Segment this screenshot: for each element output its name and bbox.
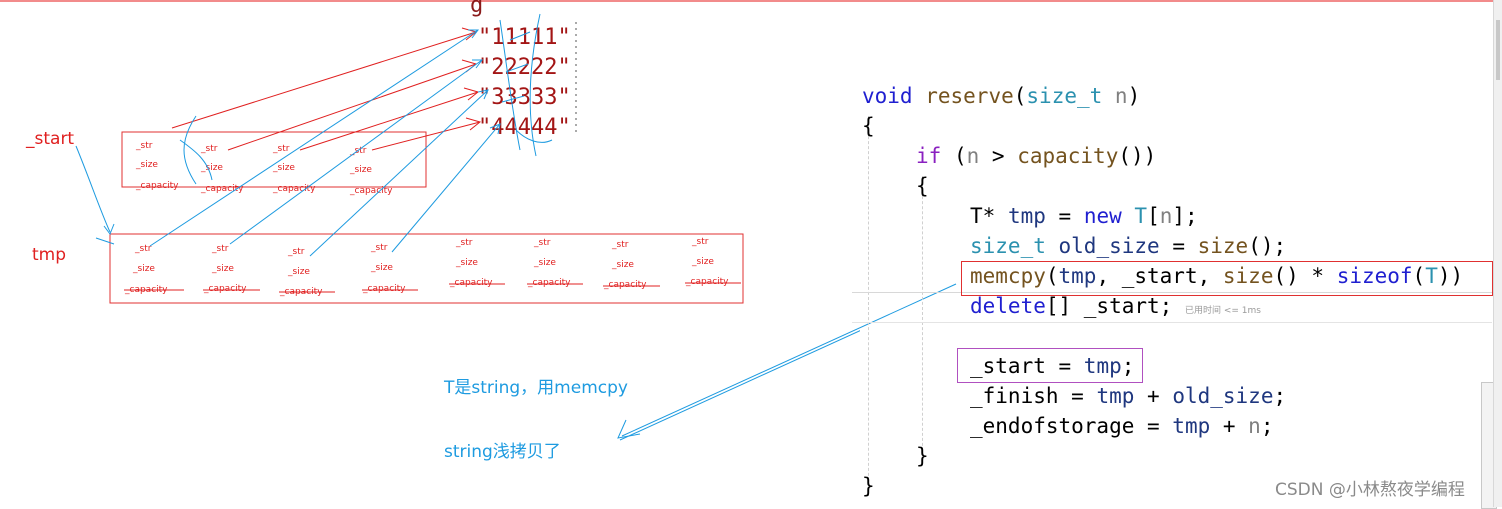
partial-string-fragment: g — [470, 0, 483, 18]
svg-text:_capacity: _capacity — [349, 186, 393, 196]
scrollbar-thumb[interactable] — [1496, 20, 1500, 80]
svg-text:_size: _size — [272, 163, 295, 173]
svg-text:_str: _str — [533, 238, 551, 248]
memcpy-highlight-box — [961, 261, 1493, 296]
svg-text:_str: _str — [691, 237, 709, 247]
note-line-2: string浅拷贝了 — [444, 442, 561, 462]
code-line-12: } — [916, 444, 929, 468]
explanation-arrow-overlay — [617, 283, 957, 439]
label-start: _start — [25, 129, 74, 149]
tmp-object-2: _str_size_capacity — [279, 247, 323, 297]
svg-text:_str: _str — [135, 141, 153, 151]
tmp-object-4: _str _size _capacity — [449, 238, 493, 288]
label-arrows — [75, 145, 115, 245]
svg-text:_str: _str — [134, 244, 152, 254]
string-literal-3: "33333" — [478, 85, 571, 110]
blue-scribble-marks — [499, 13, 553, 157]
watermark: CSDN @小林熬夜学编程 — [1275, 480, 1465, 500]
svg-text:_capacity: _capacity — [203, 284, 247, 294]
memory-diagram: g "11111" "22222" "33333" "44444" _start… — [25, 0, 860, 441]
start-array-box — [121, 131, 427, 188]
svg-text:_str: _str — [611, 240, 629, 250]
tmp-capacity-underlines — [124, 282, 741, 293]
tmp-object-3: _str _size _capacity — [362, 243, 406, 294]
svg-text:_str: _str — [200, 144, 218, 154]
svg-text:_capacity: _capacity — [362, 284, 406, 294]
svg-text:_size: _size — [287, 267, 310, 277]
label-tmp: tmp — [32, 245, 66, 265]
start-array-objects: _str _size _capacity _str _size _capacity _s… — [135, 141, 393, 196]
svg-text:_capacity: _capacity — [200, 184, 244, 194]
tmp-object-1: _str _size _capacity — [203, 244, 247, 294]
note-line-1: T是string，用memcpy — [444, 378, 628, 398]
svg-text:_str: _str — [272, 144, 290, 154]
tmp-object-0: _str_size_capacity — [124, 244, 168, 295]
string-literal-4: "44444" — [478, 115, 571, 140]
svg-text:_size: _size — [135, 160, 158, 170]
tmp-array-box — [109, 233, 744, 304]
current-line-bottom — [852, 322, 1492, 323]
code-line-2: { — [862, 114, 875, 138]
code-line-3: if (n > capacity()) — [916, 144, 1157, 168]
svg-text:_str: _str — [370, 243, 388, 253]
indent-guide-1 — [868, 116, 869, 496]
svg-text:_str: _str — [287, 247, 305, 257]
tmp-pointer-arrows — [149, 29, 501, 257]
code-line-4: { — [916, 174, 929, 198]
svg-text:_size: _size — [611, 260, 634, 270]
svg-text:_size: _size — [211, 264, 234, 274]
svg-text:_capacity: _capacity — [449, 278, 493, 288]
tmp-object-7: _str _size _capacity — [685, 237, 729, 287]
start-pointer-arrows — [171, 27, 482, 151]
svg-text:_capacity: _capacity — [685, 277, 729, 287]
code-line-5: T* tmp = new T[n]; — [970, 204, 1198, 228]
code-line-10: _finish = tmp + old_size; — [970, 384, 1287, 408]
start-object-0: _str _size _capacity — [135, 141, 179, 191]
svg-text:_str: _str — [211, 244, 229, 254]
svg-text:_size: _size — [533, 258, 556, 268]
start-object-3: _str_size_capacity — [349, 146, 393, 196]
elapsed-time-hint: 已用时间 <= 1ms — [1184, 306, 1261, 316]
string-literal-1: "11111" — [478, 25, 571, 50]
code-line-13: } — [862, 474, 875, 498]
svg-text:_size: _size — [691, 257, 714, 267]
start-object-2: _str _size _capacity — [272, 144, 316, 194]
tmp-object-5: _str _size _capacity — [527, 238, 571, 288]
svg-text:_str: _str — [455, 238, 473, 248]
svg-text:_size: _size — [349, 165, 372, 175]
string-literal-2: "22222" — [478, 55, 571, 80]
top-border-line — [0, 0, 1502, 2]
code-line-6: size_t old_size = size(); — [970, 234, 1287, 258]
svg-text:_size: _size — [200, 163, 223, 173]
code-line-9: _start = tmp; — [970, 354, 1135, 378]
svg-text:_size: _size — [132, 264, 155, 274]
start-object-1: _str _size _capacity — [200, 144, 244, 194]
vertical-scrollbar[interactable] — [1493, 0, 1502, 507]
explanation-arrow — [619, 330, 860, 441]
svg-text:_capacity: _capacity — [603, 280, 647, 290]
svg-text:_capacity: _capacity — [527, 278, 571, 288]
indent-guide-2 — [922, 176, 923, 456]
svg-text:_size: _size — [370, 263, 393, 273]
code-line-8: delete[] _start; 已用时间 <= 1ms — [970, 294, 1261, 318]
svg-text:_size: _size — [455, 258, 478, 268]
current-line-top — [852, 292, 1492, 293]
code-line-1: void reserve(size_t n) — [862, 84, 1141, 108]
start-arrow-scribbles — [179, 115, 213, 185]
code-line-7: memcpy(tmp, _start, size() * sizeof(T)) — [970, 264, 1464, 288]
code-line-11: _endofstorage = tmp + n; — [970, 414, 1274, 438]
svg-text:_capacity: _capacity — [135, 181, 179, 191]
tmp-object-6: _str _size _capacity — [603, 240, 647, 290]
start-assign-highlight-box — [957, 348, 1143, 383]
svg-text:_capacity: _capacity — [272, 184, 316, 194]
